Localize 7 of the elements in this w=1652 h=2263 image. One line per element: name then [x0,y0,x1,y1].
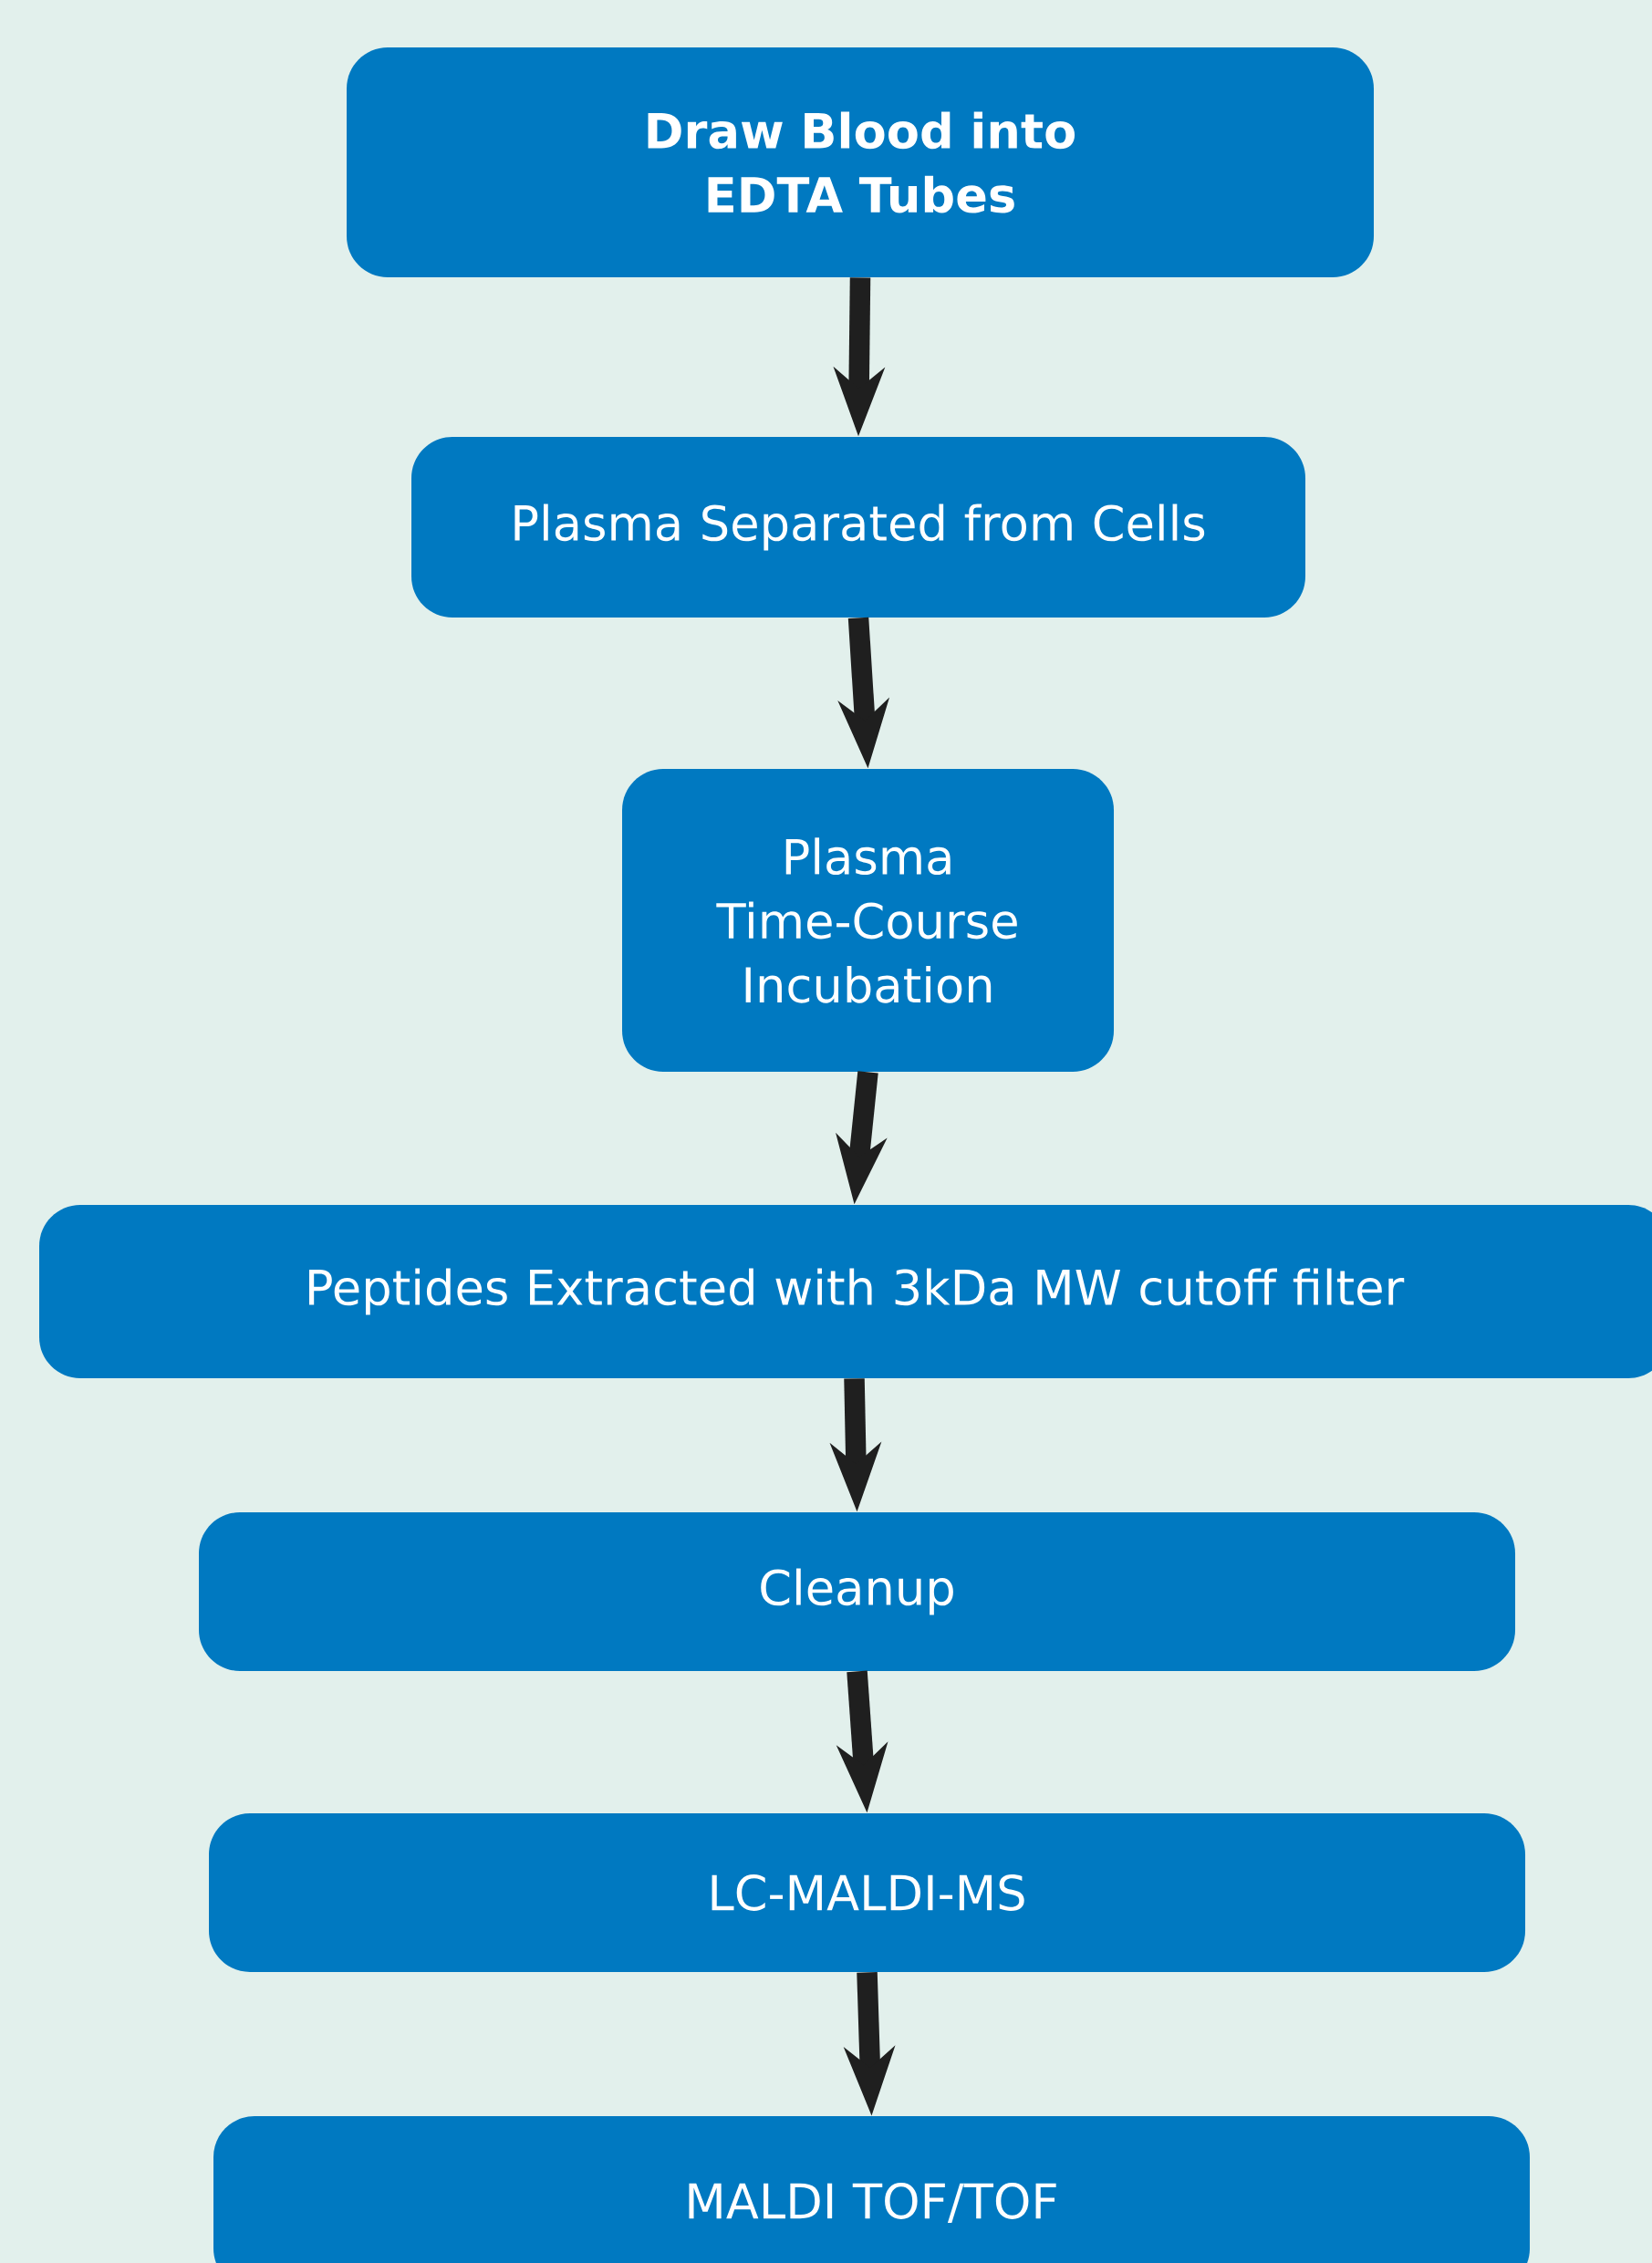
process-box: Plasma Separated from Cells [411,437,1305,618]
process-box: Peptides Extracted with 3kDa MW cutoff filter [39,1205,1652,1378]
process-box: Plasma Time-Course Incubation [622,769,1114,1072]
process-box: Draw Blood into EDTA Tubes [347,47,1374,277]
process-box: LC-MALDI-MS [209,1813,1525,1972]
process-box: MALDI TOF/TOF [213,2116,1530,2263]
process-box: Cleanup [199,1512,1515,1671]
